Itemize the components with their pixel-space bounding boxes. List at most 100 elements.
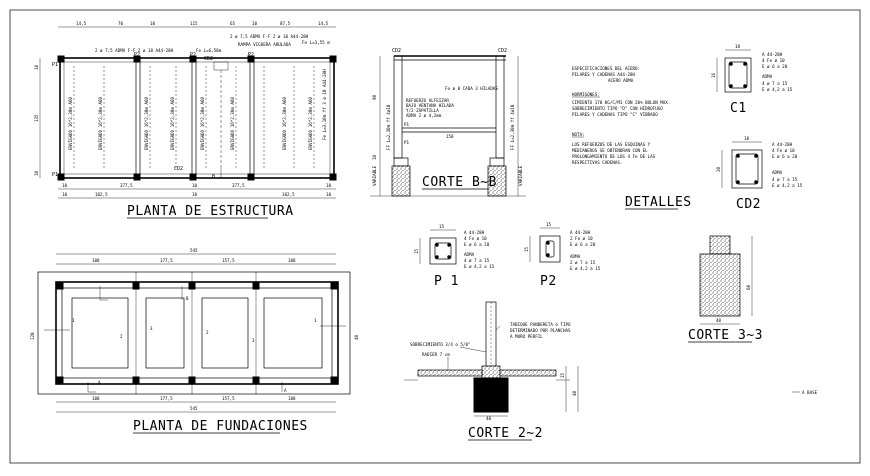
p1-spec: 4 ø 7 a 15 bbox=[464, 258, 490, 263]
c1-dim: 18 bbox=[735, 44, 741, 49]
estr-bottom-dim2: 102,5 bbox=[95, 192, 108, 197]
corte22-note: A MURO PERFIL bbox=[510, 334, 543, 339]
fund-top-dim: 108 bbox=[92, 258, 100, 263]
estr-top-dim: 65 bbox=[230, 21, 236, 26]
corte-22: TABIQUE PANDERETA ó TIPO DETERMINADO POR… bbox=[404, 301, 579, 441]
corte33-dim: 60 bbox=[746, 284, 751, 290]
corte-bb-note: REFUERZO ALFEIZAR bbox=[406, 98, 449, 103]
corte-bb-note: Fe ø 8 CADA 3 HILADAS bbox=[445, 86, 498, 91]
svg-text:ENVIGADO 16*2,30m A60: ENVIGADO 16*2,30m A60 bbox=[308, 97, 313, 150]
pillar-label: P2 bbox=[134, 52, 140, 58]
fund-right-dim: 40 bbox=[354, 334, 359, 340]
corte22-note: DETERMINADO POR PLANCHAS bbox=[510, 328, 571, 333]
corte-bb-label: CD2 bbox=[498, 48, 507, 54]
estr-bottom-dim: 10 bbox=[326, 183, 332, 188]
estr-note: RAMPA VIGUERA ABULADA bbox=[238, 42, 291, 47]
pillar-label: P1 bbox=[52, 62, 58, 68]
column-label: CD2 bbox=[174, 166, 183, 172]
cd2-spec: ADMA bbox=[772, 170, 783, 175]
corte-bb: CD2 CD2 Fe ø 8 CADA 3 HILADAS REFUERZO A… bbox=[370, 48, 526, 197]
c1-spec: E ø 4,2 a 15 bbox=[762, 87, 793, 92]
svg-text:ENVIGADO 16*2,30m A60: ENVIGADO 16*2,30m A60 bbox=[282, 97, 287, 150]
estr-top-dim: 70 bbox=[118, 21, 124, 26]
fund-mark: 3 bbox=[150, 326, 153, 331]
cd2-dim: 18 bbox=[744, 136, 750, 141]
corte-bb-label: P1 bbox=[404, 140, 410, 145]
sheet-border bbox=[9, 9, 861, 464]
cd2-spec: 4 ø 7 a 15 bbox=[772, 177, 798, 182]
spec-line: ACERO ADMA bbox=[608, 78, 634, 83]
svg-text:Fe L=3,10m ff 3 ø 10 A44-28H: Fe L=3,10m ff 3 ø 10 A44-28H bbox=[322, 69, 327, 140]
svg-text:ENVIGADO 16*2,30m A60: ENVIGADO 16*2,30m A60 bbox=[144, 97, 149, 150]
estr-left-dim: 18 bbox=[34, 64, 39, 70]
fund-overall-bottom: 545 bbox=[190, 406, 198, 411]
corte22-note: RADIER 7 cm bbox=[422, 352, 450, 357]
p1-spec: E ø 6 a 20 bbox=[464, 242, 490, 247]
p1-dim: 15 bbox=[414, 248, 419, 254]
fund-bottom-dim: 177,5 bbox=[160, 396, 173, 401]
svg-text:ENVIGADO 16*2,30m A60: ENVIGADO 16*2,30m A60 bbox=[230, 97, 235, 150]
p2-spec: E ø 4,2 a 15 bbox=[570, 266, 601, 271]
pillar-label: P2 bbox=[190, 52, 196, 58]
estr-bottom-dim2: 10 bbox=[192, 192, 198, 197]
especificaciones-notes: ESPECIFICACIONES DEL ACERO: PILARES Y CA… bbox=[572, 66, 670, 165]
spec-line: PILARES Y CADENAS TIPO "C" VIBRADO bbox=[572, 112, 658, 117]
svg-text:FF L=2,30m ff 4ø10: FF L=2,30m ff 4ø10 bbox=[510, 104, 515, 150]
cd2-dim: 20 bbox=[716, 166, 721, 172]
detail-cd2: 18 20 A 44-28H 4 Fe ø 10 E ø 6 a 20 ADMA… bbox=[716, 136, 803, 212]
planta-estructura: 14,5 70 10 115 65 10 87,5 14,5 2 ø 7,5 A… bbox=[34, 21, 337, 219]
a-base-note: A BASE bbox=[802, 390, 818, 395]
svg-text:ENVIGADO 16*2,30m A60: ENVIGADO 16*2,30m A60 bbox=[200, 97, 205, 150]
corte-bb-label: P1 bbox=[404, 122, 410, 127]
estr-bottom-dim2: 10 bbox=[326, 192, 332, 197]
estr-bottom-dim2: 102,5 bbox=[282, 192, 295, 197]
p1-spec: ADMA bbox=[464, 252, 475, 257]
corte-bb-title: CORTE B~B bbox=[422, 175, 497, 190]
corte-bb-dim: 150 bbox=[446, 134, 454, 139]
spec-line: PROLONGAMIENTO DE LOS 4 Fe DE LAS bbox=[572, 154, 656, 159]
fund-mark: 1 bbox=[72, 318, 75, 323]
fund-mark: 2 bbox=[206, 330, 209, 335]
fund-mark: 1 bbox=[314, 318, 317, 323]
p2-title: P2 bbox=[540, 274, 557, 289]
estr-top-dim: 115 bbox=[190, 21, 198, 26]
c1-spec: 4 ø 7 a 15 bbox=[762, 81, 788, 86]
fund-mark: A bbox=[98, 380, 101, 385]
svg-text:ENVIGADO 16*2,30m A60: ENVIGADO 16*2,30m A60 bbox=[98, 97, 103, 150]
p2-spec: 2 Fe ø 10 bbox=[570, 236, 593, 241]
corte-22-title: CORTE 2~2 bbox=[468, 426, 543, 441]
corte-33: 60 40 CORTE 3~3 bbox=[688, 235, 763, 343]
estr-left-dim: 135 bbox=[34, 114, 39, 122]
estr-bottom-dim: 377,5 bbox=[232, 183, 245, 188]
corte22-dim: 15 bbox=[560, 372, 565, 378]
estr-bottom-dim: 10 bbox=[192, 183, 198, 188]
fund-left-dim: 120 bbox=[30, 332, 35, 340]
corte-bb-dim: 90 bbox=[372, 94, 377, 100]
fund-bottom-dim: 157,5 bbox=[222, 396, 235, 401]
fund-top-dim: 108 bbox=[288, 258, 296, 263]
spec-line: PILARES Y CADENAS A44-28H bbox=[572, 72, 636, 77]
c1-spec: ADMA bbox=[762, 74, 773, 79]
fund-mark: A bbox=[284, 388, 287, 393]
detalles-title: DETALLES bbox=[625, 195, 692, 210]
p2-spec: 2 ø 7 a 15 bbox=[570, 260, 596, 265]
spec-line: CIMIENTO 170 KG/C/M3 CON 20% BOLON MAX. bbox=[572, 100, 670, 105]
estr-top-dim: 14,5 bbox=[76, 21, 87, 26]
detail-p2: 15 15 A 44-28H 2 Fe ø 10 E ø 6 a 20 ADMA… bbox=[524, 222, 601, 289]
cd2-spec: A 44-28H bbox=[772, 142, 793, 147]
pillar-label: P2 bbox=[248, 52, 254, 58]
corte22-note: SOBRECIMIENTO 3/4 o 5/8" bbox=[410, 342, 471, 347]
corte33-dim: 40 bbox=[716, 318, 722, 323]
c1-spec: E ø 6 a 20 bbox=[762, 64, 788, 69]
fund-bottom-dim: 108 bbox=[92, 396, 100, 401]
fund-mark: B bbox=[186, 296, 189, 301]
svg-text:ENVIGADO 16*2,30m A60: ENVIGADO 16*2,30m A60 bbox=[170, 97, 175, 150]
p2-spec: E ø 6 a 20 bbox=[570, 242, 596, 247]
pillar-label: P1 bbox=[52, 172, 58, 178]
estr-note: Fe L=3,55 m bbox=[302, 40, 330, 45]
fund-overall: 545 bbox=[190, 248, 198, 253]
estr-bottom-dim: 10 bbox=[62, 183, 68, 188]
estr-bottom-dim: 377,5 bbox=[120, 183, 133, 188]
corte-33-title: CORTE 3~3 bbox=[688, 328, 763, 343]
estr-top-dim: 87,5 bbox=[280, 21, 291, 26]
